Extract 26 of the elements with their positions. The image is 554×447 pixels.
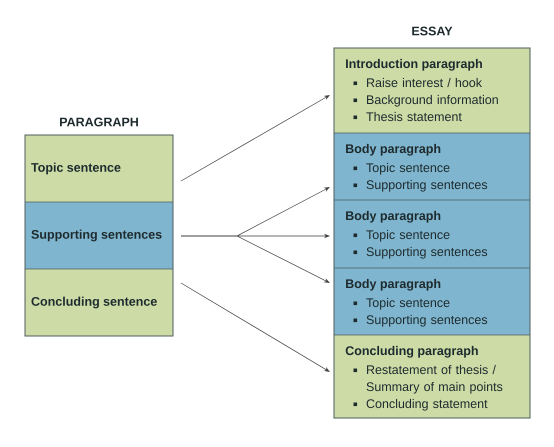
- column-heading: PARAGRAPH: [60, 118, 138, 126]
- bullet-text: Concluding statement: [366, 398, 488, 411]
- bullet-text: Background information: [367, 94, 498, 107]
- bullet-text: Supporting sentences: [366, 246, 488, 259]
- paragraph-box: [334, 48, 530, 133]
- paragraph-box: [334, 335, 530, 418]
- paragraph-box: [334, 133, 530, 200]
- box-heading: Body paragraph: [346, 278, 440, 291]
- box-heading: Body paragraph: [346, 210, 440, 223]
- paragraph-box: [334, 268, 530, 335]
- bullet-text: Topic sentence: [366, 298, 450, 310]
- box-heading: Concluding paragraph: [346, 346, 478, 358]
- bullet-text: Supporting sentences: [366, 314, 488, 327]
- box-heading: Body paragraph: [346, 144, 440, 156]
- bullet-text: Restatement of thesis / Summary of main points: [366, 364, 502, 394]
- box-heading: Introduction paragraph: [346, 58, 482, 71]
- paragraph-box: [334, 200, 530, 268]
- bullet-text: Thesis statement: [366, 112, 462, 122]
- column-heading: ESSAY: [412, 26, 452, 36]
- bullet-text: Supporting sentences: [366, 180, 488, 192]
- sentence-box: Concluding sentence: [25, 269, 173, 336]
- sentence-box: Supporting sentences: [25, 202, 173, 269]
- bullet-text: Topic sentence: [366, 230, 450, 242]
- bullet-text: Raise interest / hook: [367, 78, 482, 88]
- bullet-text: Topic sentence: [366, 162, 450, 175]
- sentence-box: Topic sentence: [25, 135, 173, 202]
